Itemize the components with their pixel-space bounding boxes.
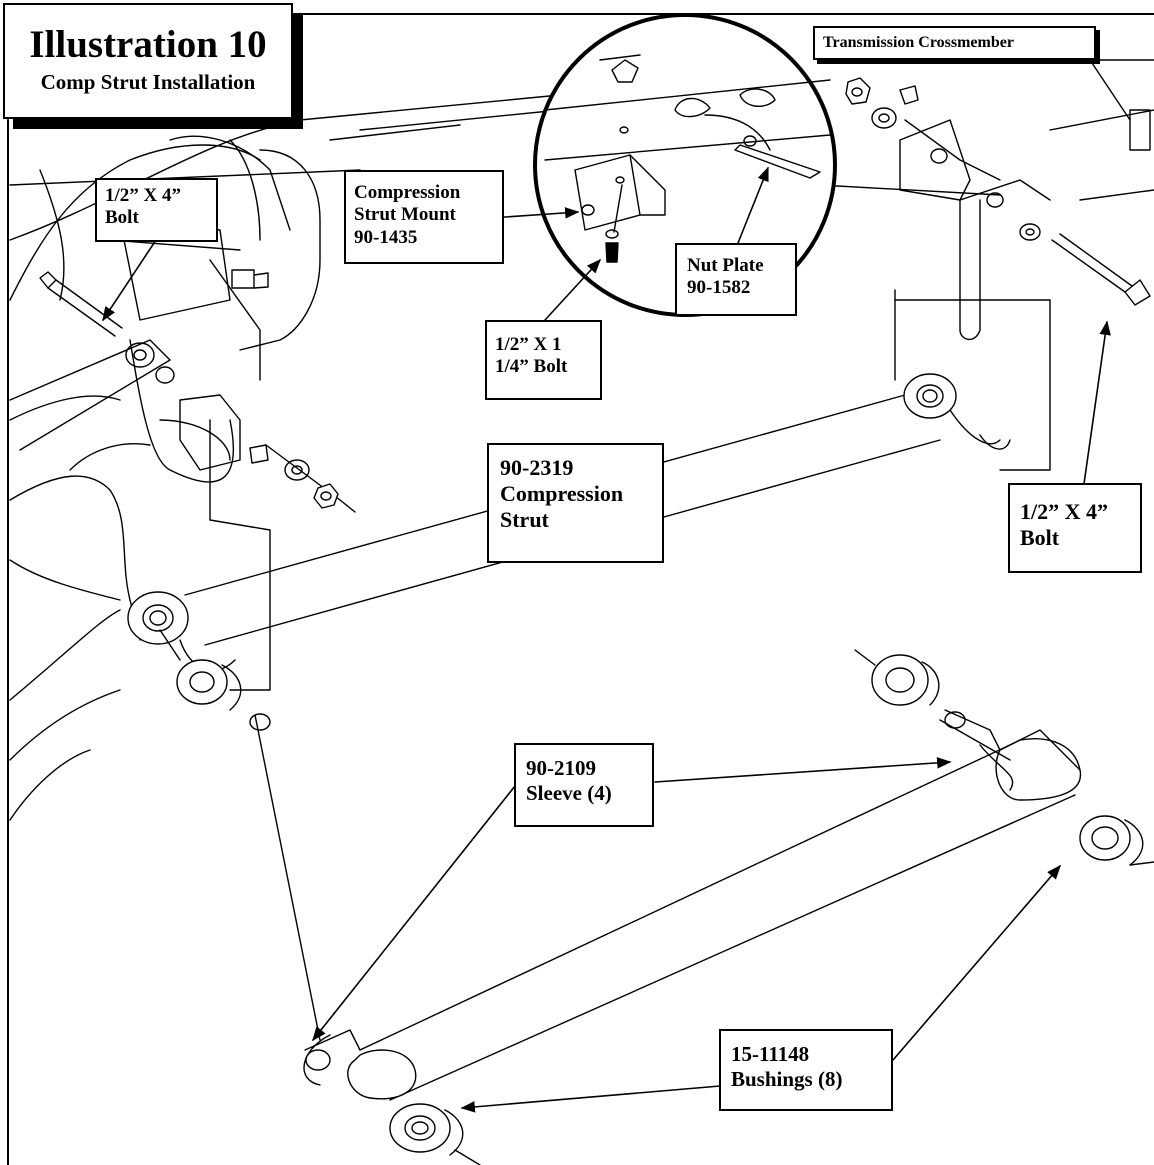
arrow-nut-plate (737, 166, 769, 244)
crossmember-fasteners (845, 77, 919, 129)
illustration-subtitle: Comp Strut Installation (40, 70, 256, 94)
callout-strut-mount-line2: Strut Mount (354, 204, 456, 226)
exploded-strut (159, 629, 1154, 1165)
arrow-bushing-left (460, 1085, 721, 1113)
callout-nut-plate: Nut Plate 90-1582 (675, 243, 797, 316)
frame-rail (9, 94, 1001, 381)
arrow-bolt-left (102, 236, 159, 322)
illustration-title-box: Illustration 10 Comp Strut Installation (3, 3, 293, 119)
spindle-assembly (9, 135, 321, 821)
callout-sleeve-line1: 90-2109 (526, 756, 596, 780)
callout-nut-plate-line2: 90-1582 (687, 277, 751, 299)
callout-sleeve-line2: Sleeve (4) (526, 780, 612, 805)
callout-bolt-right-line1: 1/2” X 4” (1020, 499, 1108, 524)
right-bracket (894, 59, 1154, 471)
callout-strut-mount-line3: 90-1435 (354, 226, 418, 248)
callout-compression-strut-line1: 90-2319 (500, 455, 574, 480)
callout-bushings: 15-11148 Bushings (8) (719, 1029, 893, 1111)
spindle-fasteners (231, 269, 356, 513)
callout-compression-strut: 90-2319 Compression Strut (487, 443, 664, 563)
callout-compression-strut-line2: Compression (500, 480, 624, 506)
callout-bolt-right-line2: Bolt (1020, 524, 1060, 550)
callout-bolt-small-line1: 1/2” X 1 (495, 334, 562, 355)
callout-nut-plate-line1: Nut Plate (687, 255, 764, 276)
callout-bolt-left: 1/2” X 4” Bolt (95, 178, 218, 242)
callout-bolt-left-line1: 1/2” X 4” (105, 185, 181, 206)
arrow-sleeve-left (312, 785, 516, 1042)
arrow-bolt-small (544, 258, 601, 321)
callout-sleeve: 90-2109 Sleeve (4) (514, 743, 654, 827)
arrow-bolt-right (1079, 320, 1111, 513)
callout-strut-mount: Compression Strut Mount 90-1435 (344, 170, 504, 264)
callout-strut-mount-line1: Compression (354, 182, 461, 203)
callout-bushings-line1: 15-11148 (731, 1042, 810, 1066)
transmission-crossmember-label: Transmission Crossmember (813, 26, 1096, 60)
callout-bushings-line2: Bushings (8) (731, 1066, 843, 1091)
illustration-title: Illustration 10 (29, 23, 267, 66)
callout-bolt-small-line2: 1/4” Bolt (495, 356, 568, 378)
leader-arrows (102, 166, 1111, 1113)
callout-bolt-left-line2: Bolt (105, 207, 139, 229)
callout-compression-strut-line3: Strut (500, 506, 549, 532)
page-frame (7, 13, 1154, 1165)
right-bolt-graphic (1019, 223, 1151, 306)
callout-bolt-right: 1/2” X 4” Bolt (1008, 483, 1142, 573)
arrow-sleeve-right (654, 757, 952, 783)
callout-bolt-small: 1/2” X 1 1/4” Bolt (485, 320, 602, 400)
left-bolt-graphic (39, 271, 175, 384)
arrow-bushing-right (892, 864, 1061, 1061)
